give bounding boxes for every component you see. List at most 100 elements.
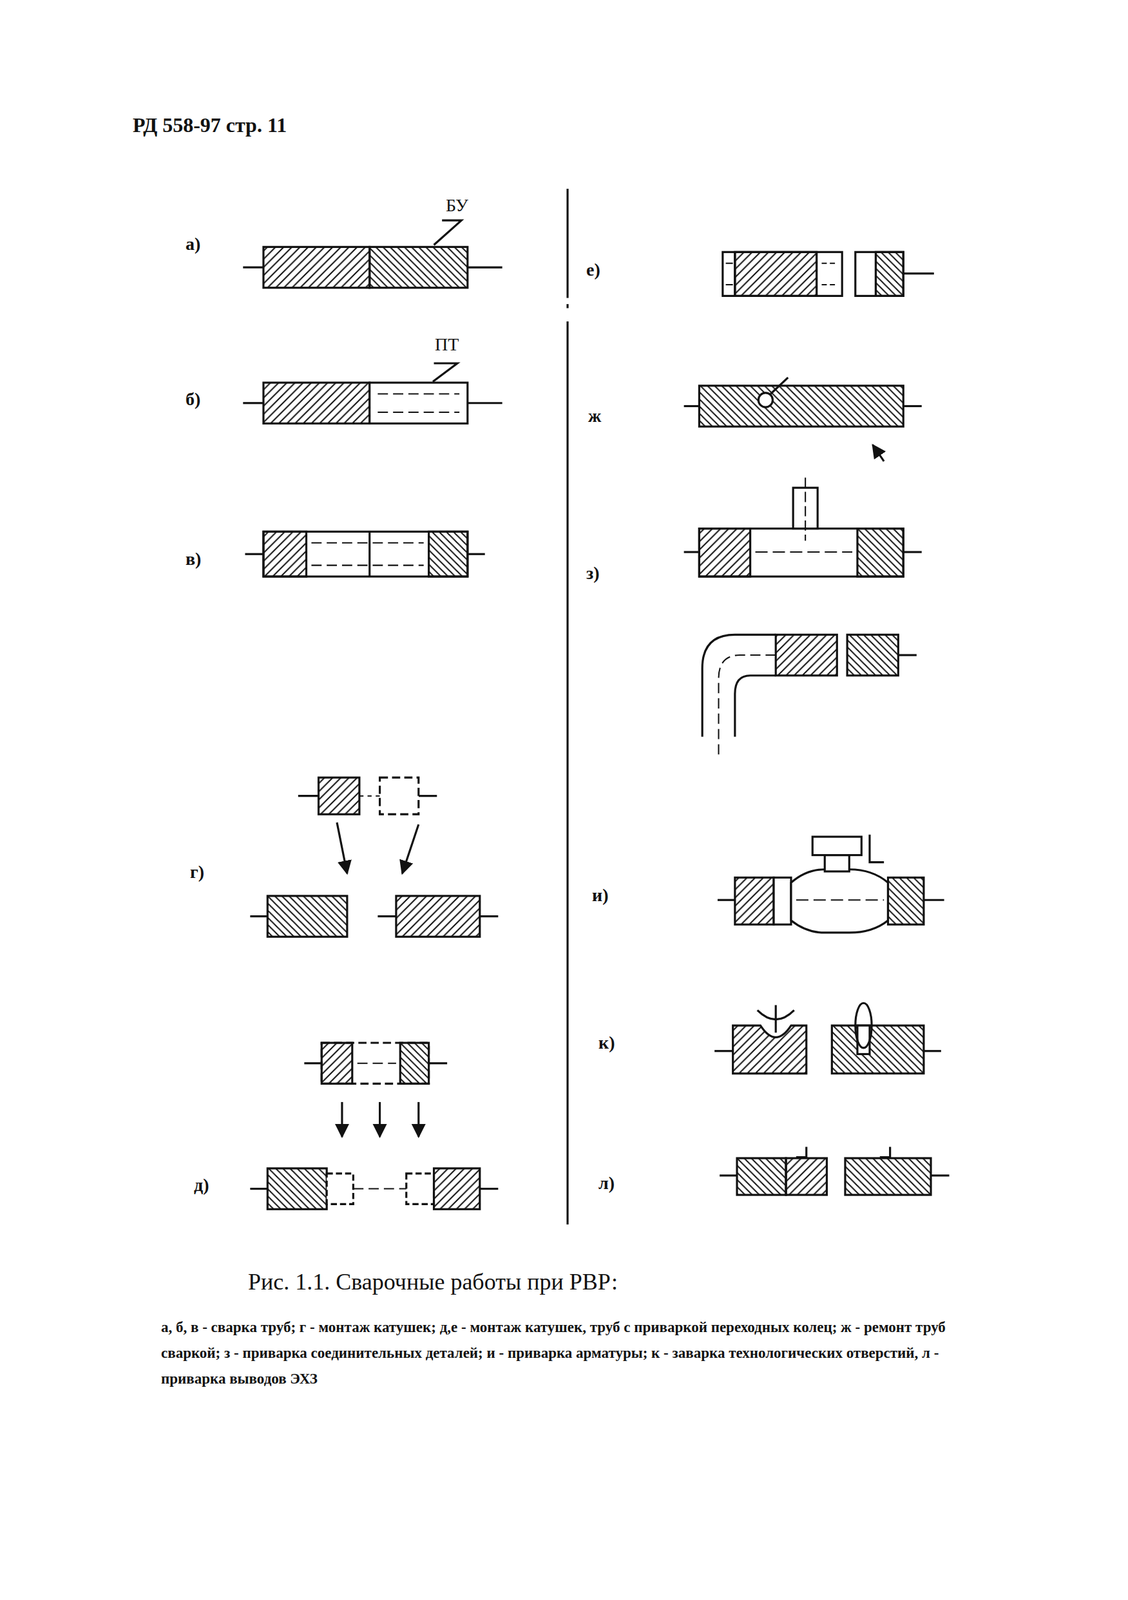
spool-assembly [249,777,498,937]
drawing-stroke [812,836,862,856]
drawing-stroke [357,1062,397,1065]
drawing-stroke [755,551,853,553]
drawing-stroke [887,877,924,925]
drawing-stroke [340,1102,343,1138]
drawing-stroke [429,531,468,577]
drawing-stroke [401,824,419,874]
drawing-stroke [719,1174,737,1177]
drawing-stroke [822,262,838,265]
drawing-stroke [396,896,480,937]
drawing-stroke [263,531,468,577]
drawing-stroke [311,542,424,544]
drawing-stroke [698,385,904,427]
drawing-stroke [244,553,264,556]
figure-letter: и) [592,885,609,906]
drawing-stroke [311,564,424,567]
drawing-stroke [698,528,750,577]
drawing-stroke [726,284,734,286]
drawing-stroke [796,1147,807,1158]
figure-letter: к) [598,1033,615,1054]
drawing-stroke [804,477,806,541]
drawing-stroke [377,392,460,395]
tee-fitting [684,477,922,577]
drawing-stroke [702,634,776,737]
drawing-stroke [855,251,904,296]
drawing-stroke [735,675,776,737]
ecp-lead-welding [719,1147,949,1195]
drawing-stroke [733,1025,807,1074]
drawing-stroke [822,284,838,286]
drawing-stroke [775,634,837,676]
figure-letter: з) [586,563,600,584]
drawing-stroke [845,1158,931,1195]
drawing-stroke [847,634,899,676]
hole-welding [714,1003,942,1074]
drawing-stroke [566,304,569,308]
valve [717,834,945,933]
caption-legend: а, б, в - сварка труб; г - монтаж катуше… [161,1314,973,1393]
drawing-stroke [377,915,397,918]
drawing-stroke [874,251,877,296]
drawing-stroke [249,1187,268,1190]
drawing-stroke [298,794,319,797]
drawing-stroke [566,188,569,299]
pipe-with-rings [722,251,935,296]
drawing-stroke [242,266,264,268]
drawing-stroke [903,272,935,275]
drawing-stroke [872,445,884,462]
drawing-stroke [432,363,458,383]
figure-letter: а) [185,234,201,255]
figure-caption: Рис. 1.1. Сварочные работы при РВР: [248,1269,618,1296]
drawing-stroke [879,1147,891,1158]
drawing-stroke [770,377,788,394]
page-header: РД 558-97 стр. 11 [132,114,287,137]
drawing-stroke [923,899,945,902]
drawing-stroke [267,896,348,937]
pipe-repair [684,377,922,462]
drawing-stroke [726,262,734,265]
drawing-stroke [857,1025,870,1054]
drawing-stroke [267,1168,327,1210]
drawing-stroke [434,220,462,245]
drawing-stroke [406,1173,435,1205]
drawing-stroke [875,251,904,296]
drawing-stroke [735,877,774,925]
drawing-stroke [467,266,503,268]
weld-mark: БУ [445,195,469,216]
drawing-stroke [378,1102,381,1138]
drawing-stroke [722,251,842,296]
drawing-stroke [774,1004,777,1033]
drawing-stroke [353,1188,406,1190]
drawing-stroke [857,528,904,577]
drawing-stroke [418,794,438,797]
drawing-stroke [785,1158,827,1195]
drawing-stroke [326,1173,354,1205]
drawing-stroke [923,1050,942,1052]
elbow-fitting [702,634,917,756]
drawing-stroke [318,777,360,815]
drawing-stroke [898,653,917,656]
drawing-stroke [479,915,499,918]
drawing-stroke [930,1174,950,1177]
drawing-stroke [368,531,371,577]
figure-letter: г) [190,862,205,883]
pipe-joint [242,363,502,424]
drawing-stroke [321,1042,353,1084]
drawing-stroke [815,251,818,296]
drawing-stroke [773,877,792,925]
figure-letter: д) [193,1175,210,1196]
divider-line [566,188,569,1225]
drawing-stroke [791,869,888,933]
figure-letter: л) [598,1173,615,1194]
drawing-stroke [796,899,884,901]
drawing-stroke [359,795,381,797]
drawing-stroke [304,1062,322,1065]
drawing-stroke [467,401,503,404]
drawing-stroke [903,405,922,408]
drawing-stroke [855,1003,872,1049]
drawing-stroke [903,550,922,553]
drawing-stroke [684,405,700,408]
drawing-stroke [758,392,773,408]
spool-assembly [249,1042,498,1210]
drawing-stroke [336,822,348,874]
